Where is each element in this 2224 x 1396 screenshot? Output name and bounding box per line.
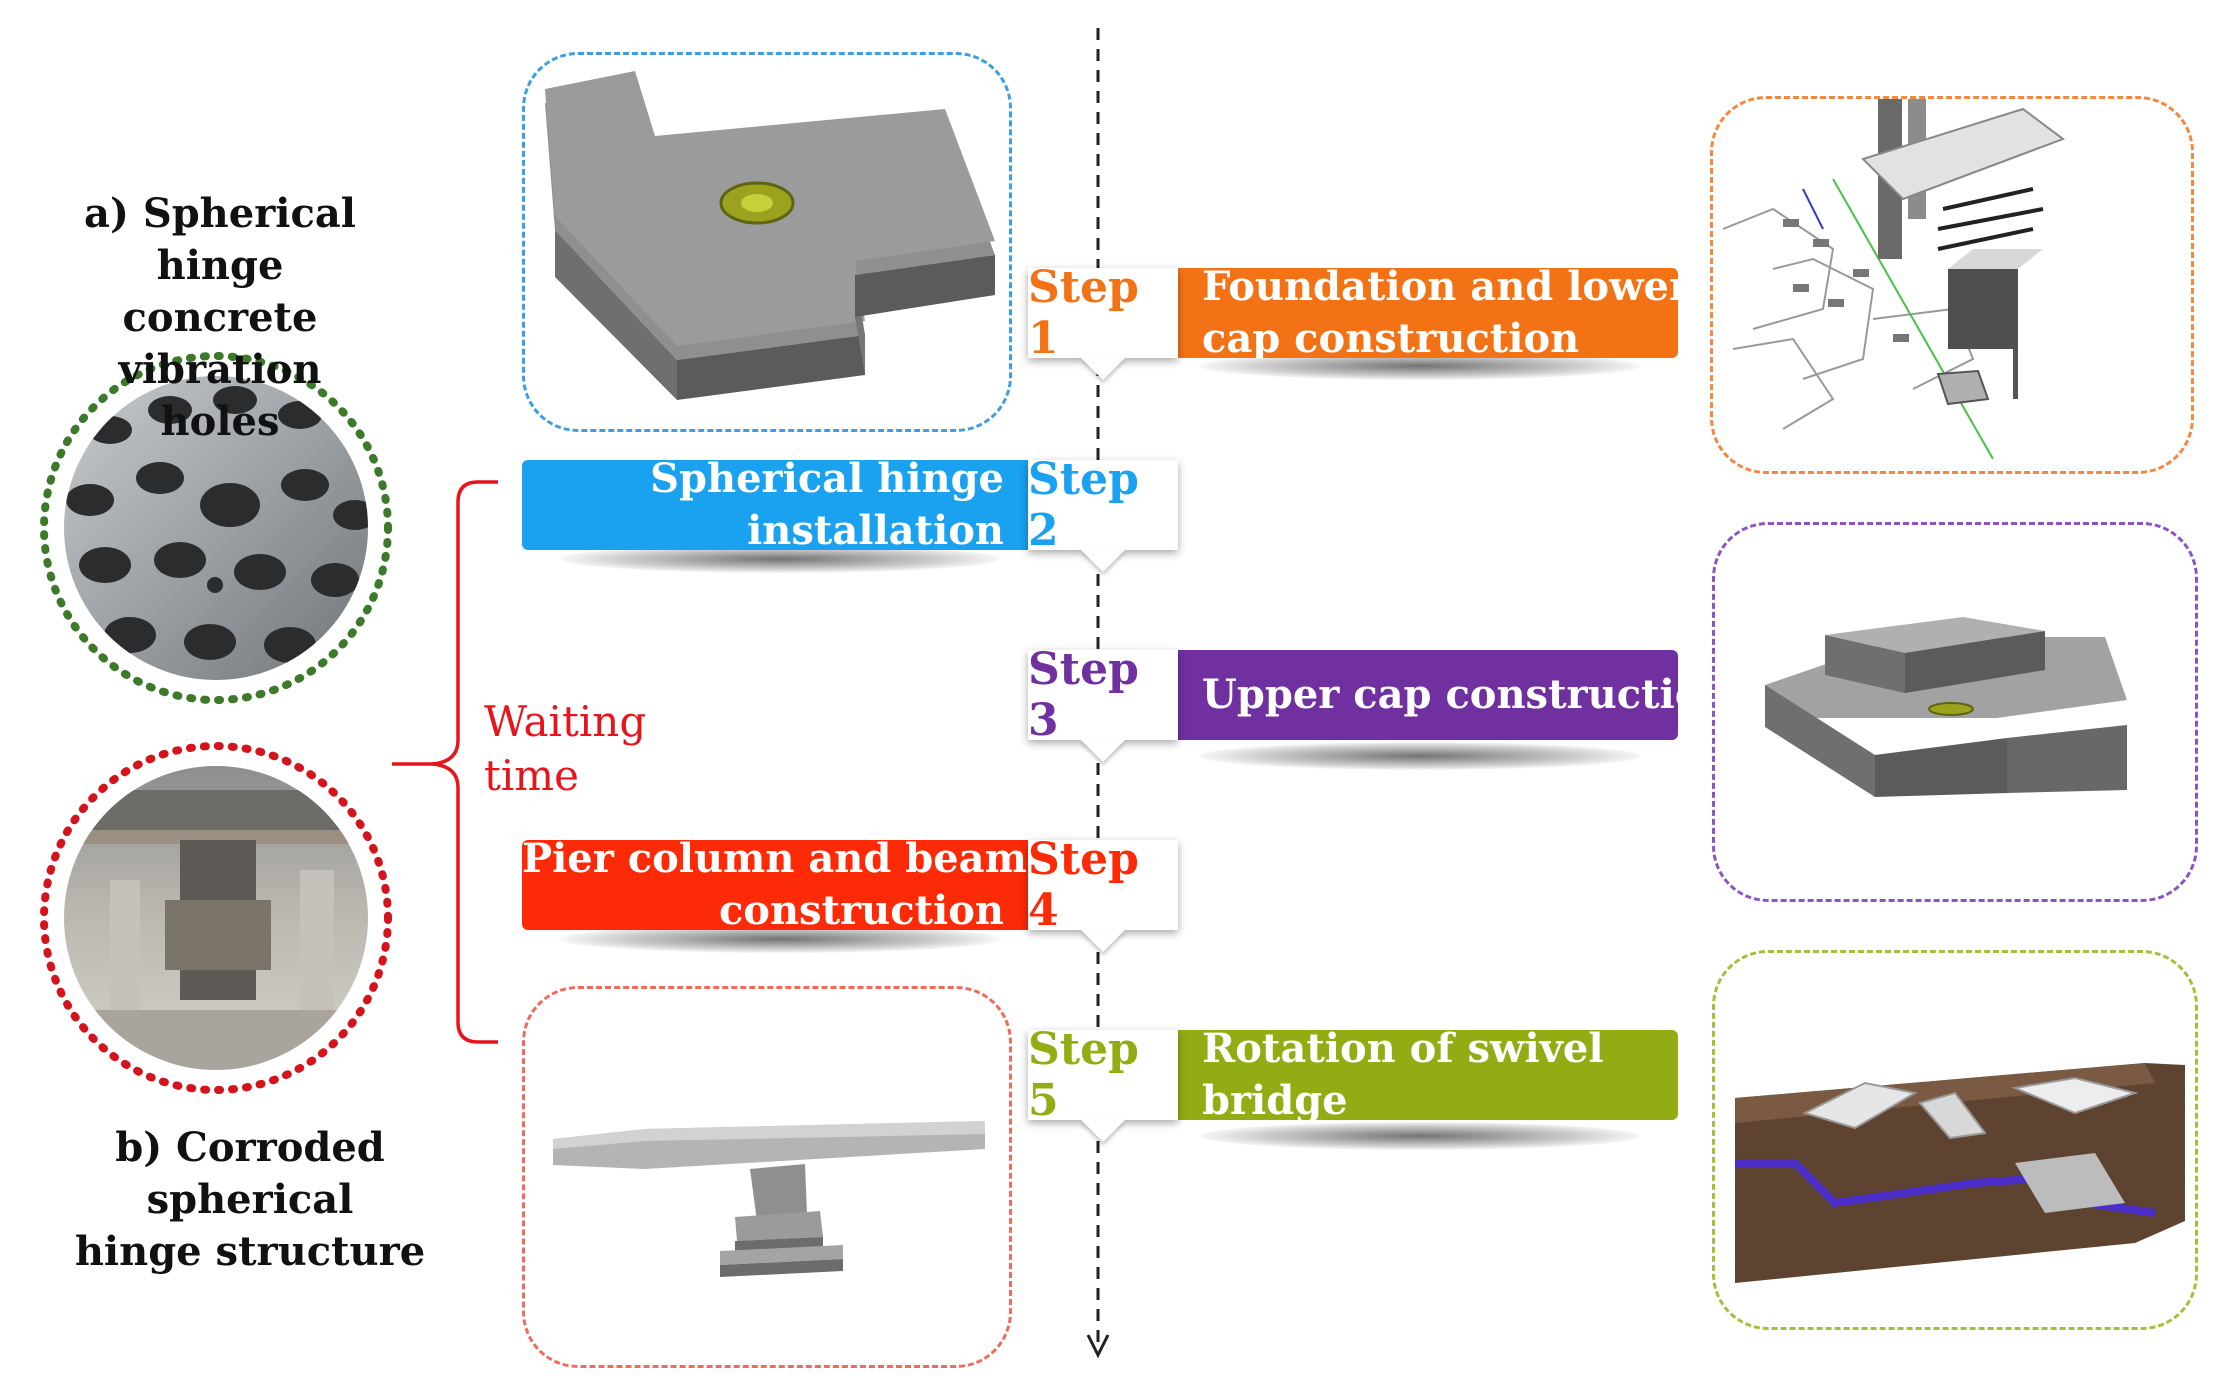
step-5-banner: Rotation of swivel bridge: [1178, 1030, 1678, 1120]
panel-pier-beam: [522, 986, 1012, 1368]
step-4-tag: Step 4: [1028, 834, 1178, 936]
photo-b-caption: b) Corroded spherical hinge structure: [20, 1122, 480, 1278]
panel-swivel-site: [1712, 950, 2198, 1330]
caption-a-line-1: a) Spherical hinge: [84, 190, 356, 289]
step-1-line-2: cap construction: [1202, 315, 1580, 358]
pier-beam-model: [553, 1121, 985, 1277]
panel-upper-cap: [1712, 522, 2198, 902]
photo-a-caption: a) Spherical hinge concrete vibration ho…: [20, 188, 420, 448]
step-1-banner: Foundation and lower cap construction: [1178, 268, 1678, 358]
circle-a-border: [40, 352, 392, 704]
circle-b-border: [40, 742, 392, 1094]
step-3-line-1: Upper cap construction: [1202, 671, 1678, 718]
banner-5-shadow: [1200, 1122, 1640, 1150]
step-5-line-1: Rotation of swivel: [1202, 1030, 1604, 1072]
swivel-site-model: [1735, 1063, 2185, 1283]
step-5-line-2: bridge: [1202, 1077, 1348, 1120]
caption-a-line-2: concrete vibration: [118, 294, 322, 393]
step-5-tag-text: Step 5: [1028, 1024, 1139, 1126]
step-2-tag-text: Step 2: [1028, 454, 1139, 556]
step-1-tag: Step 1: [1028, 262, 1178, 364]
step-4-banner: Pier column and beam construction: [522, 840, 1028, 930]
caption-b-line-2: hinge structure: [74, 1228, 426, 1275]
waiting-line-2: time: [484, 751, 579, 800]
step-1-tag-text: Step 1: [1028, 262, 1139, 364]
caption-b-line-1: b) Corroded spherical: [115, 1124, 385, 1223]
banner-3-shadow: [1200, 742, 1640, 770]
step-1-line-1: Foundation and lower: [1202, 268, 1678, 310]
step-4-line-2: construction: [718, 887, 1004, 930]
panel-site-plan: [1710, 96, 2194, 474]
step-2-tag: Step 2: [1028, 454, 1178, 556]
panel-foundation-model: [522, 52, 1012, 432]
upper-cap-model: [1765, 617, 2127, 797]
waiting-line-1: Waiting: [484, 697, 647, 746]
step-3-tag: Step 3: [1028, 644, 1178, 746]
timeline-arrowhead: [1086, 1334, 1110, 1359]
step-3-banner: Upper cap construction: [1178, 650, 1678, 740]
step-2-banner: Spherical hinge installation: [522, 460, 1028, 550]
step-4-tag-text: Step 4: [1028, 834, 1139, 936]
step-4-line-1: Pier column and beam: [522, 840, 1027, 882]
site-plan-model: [1722, 99, 2066, 460]
step-2-line-1: Spherical hinge: [650, 460, 1004, 502]
step-2-line-2: installation: [747, 507, 1004, 550]
caption-a-line-3: holes: [160, 398, 280, 445]
step-3-tag-text: Step 3: [1028, 644, 1139, 746]
photo-corroded-hinge: [64, 766, 368, 1070]
foundation-lower-cap-model: [545, 71, 995, 400]
waiting-time-label: Waiting time: [484, 695, 646, 803]
step-5-tag: Step 5: [1028, 1024, 1178, 1126]
